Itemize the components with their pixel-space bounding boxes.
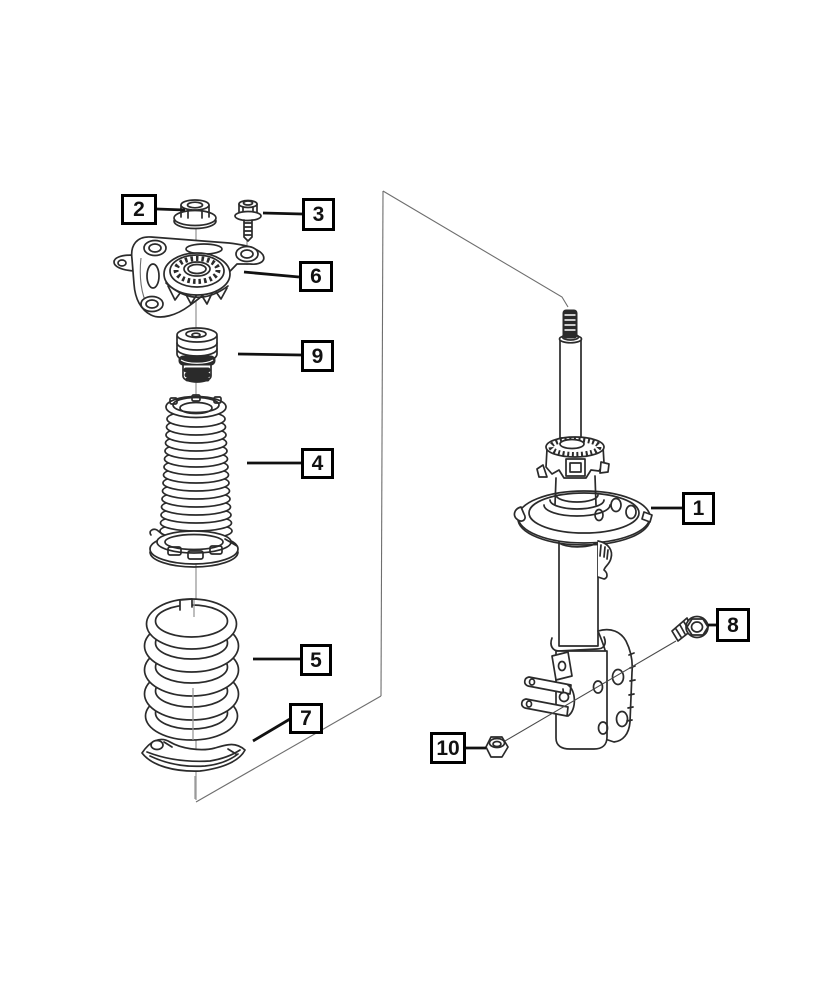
callout-4: 4 <box>301 448 334 479</box>
strut-assembly-illustration <box>513 309 653 750</box>
callout-1: 1 <box>682 492 715 525</box>
strut-mount-illustration <box>113 236 265 318</box>
spring-isolator-illustration <box>141 738 246 799</box>
callout-9: 9 <box>301 340 334 372</box>
coil-spring-illustration <box>143 598 240 741</box>
strut-mount-bolt-illustration <box>234 199 262 242</box>
fastener-axis-line <box>504 640 677 742</box>
strut-mount-nut-illustration <box>173 199 217 230</box>
callout-5: 5 <box>300 644 332 676</box>
clamp-bolt-illustration <box>671 615 709 642</box>
callout-6: 6 <box>299 261 333 292</box>
callout-8: 8 <box>716 608 750 642</box>
clamp-nut-illustration <box>485 736 509 758</box>
assembly-bracket-line <box>195 190 569 803</box>
callout-3: 3 <box>302 198 335 231</box>
callout-7: 7 <box>289 703 323 734</box>
jounce-bumper-illustration <box>176 327 218 383</box>
callout-10: 10 <box>430 732 466 764</box>
leader-lines <box>156 207 716 750</box>
dust-boot-illustration <box>149 394 239 568</box>
callout-2: 2 <box>121 194 157 225</box>
